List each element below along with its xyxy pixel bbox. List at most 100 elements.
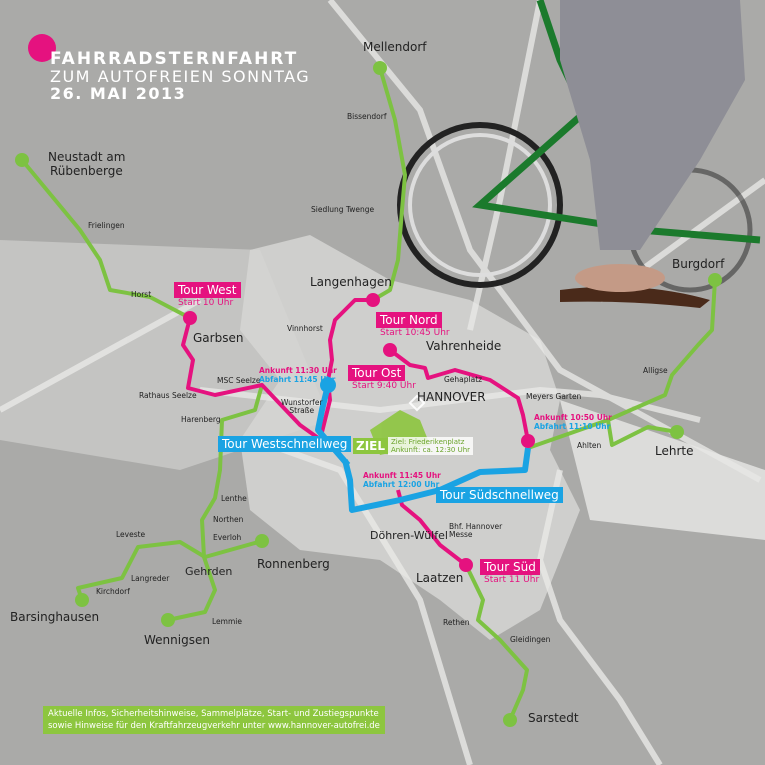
start-star-icon	[183, 311, 197, 325]
ziel-info: Ziel: Friederikenplatz Ankunft: ca. 12:3…	[388, 437, 474, 455]
tour-west: Tour West Start 10 Uhr	[174, 279, 241, 309]
start-star-icon	[670, 425, 684, 439]
green-routes	[20, 67, 717, 721]
title-line2: ZUM AUTOFREIEN SONNTAG	[50, 67, 311, 86]
ziel-arrival: Ankunft: ca. 12:30 Uhr	[391, 446, 471, 454]
town-hannover: HANNOVER	[417, 390, 486, 404]
tour-nord-name: Tour Nord	[376, 312, 442, 328]
start-star-icon	[708, 273, 722, 287]
tour-ost-name: Tour Ost	[348, 365, 406, 381]
town-rathaus-seelze: Rathaus Seelze	[139, 391, 197, 400]
stop-times-sued: Ankunft 11:45 Uhr Abfahrt 12:00 Uhr	[363, 471, 441, 489]
info-box: Aktuelle Infos, Sicherheitshinweise, Sam…	[43, 706, 385, 734]
tour-westschnellweg: Tour Westschnellweg	[218, 433, 352, 452]
town-leveste: Leveste	[116, 530, 146, 539]
town-bissendorf: Bissendorf	[347, 112, 387, 121]
tour-ost: Tour Ost Start 9:40 Uhr	[348, 362, 416, 392]
town-gehaplatz: Gehaplatz	[444, 375, 483, 384]
tour-sued-name: Tour Süd	[480, 559, 540, 575]
town-ahlten: Ahlten	[577, 441, 602, 450]
town-horst: Horst	[131, 290, 152, 299]
arrival-time: Ankunft 10:50 Uhr	[534, 413, 612, 422]
departure-time: Abfahrt 11:10 Uhr	[534, 422, 611, 431]
info-line1: Aktuelle Infos, Sicherheitshinweise, Sam…	[48, 709, 379, 719]
town-doehren-wuelfel: Döhren-Wülfel	[370, 529, 448, 542]
start-star-icon	[161, 613, 175, 627]
departure-time: Abfahrt 11:45 Uhr	[259, 375, 336, 384]
town-vahrenheide: Vahrenheide	[426, 339, 502, 353]
ziel-destination: ZIEL Ziel: Friederikenplatz Ankunft: ca.…	[353, 437, 474, 455]
start-star-icon	[320, 377, 336, 393]
tour-nord: Tour Nord Start 10:45 Uhr	[376, 309, 450, 339]
town-lenthe: Lenthe	[221, 494, 247, 503]
town-barsinghausen: Barsinghausen	[10, 610, 100, 624]
town-harenberg: Harenberg	[181, 415, 221, 424]
tour-west-start: Start 10 Uhr	[178, 298, 234, 308]
ziel-label: ZIEL	[353, 438, 389, 454]
town-langenhagen: Langenhagen	[310, 275, 392, 289]
tour-suedschnellweg: Tour Südschnellweg	[436, 484, 563, 503]
town-siedlung-twenge: Siedlung Twenge	[311, 205, 375, 214]
town-lehrte: Lehrte	[655, 444, 694, 458]
town-gehrden: Gehrden	[185, 565, 233, 578]
town-ronnenberg: Ronnenberg	[257, 557, 330, 571]
start-star-icon	[503, 713, 517, 727]
town-wunstorfer-line2: Straße	[289, 406, 315, 416]
town-msc-seelze: MSC Seelze	[217, 376, 261, 385]
town-lemmie: Lemmie	[212, 617, 242, 626]
town-sarstedt: Sarstedt	[528, 711, 579, 725]
town-kirchdorf: Kirchdorf	[96, 587, 130, 596]
bicycle	[397, 0, 761, 308]
start-star-icon	[28, 34, 56, 62]
start-star-icon	[373, 61, 387, 75]
town-rethen: Rethen	[443, 618, 470, 627]
town-everloh: Everloh	[213, 533, 242, 542]
tour-suedschnellweg-name: Tour Südschnellweg	[436, 487, 563, 503]
arrival-time: Ankunft 11:30 Uhr	[259, 366, 337, 375]
departure-time: Abfahrt 12:00 Uhr	[363, 480, 440, 489]
town-neustadt-2: Rübenberge	[50, 164, 123, 178]
town-wunstorfer-line1: Wunstorfer	[281, 398, 323, 407]
start-star-icon	[15, 153, 29, 167]
town-gleidingen: Gleidingen	[510, 635, 551, 644]
town-laatzen: Laatzen	[416, 571, 464, 585]
town-frielingen: Frielingen	[88, 221, 125, 230]
town-burgdorf: Burgdorf	[672, 257, 725, 271]
tour-sued: Tour Süd Start 11 Uhr	[480, 556, 540, 586]
town-mellendorf: Mellendorf	[363, 40, 427, 54]
blue-routes	[315, 384, 531, 513]
town-garbsen: Garbsen	[193, 331, 244, 345]
tour-sued-start: Start 11 Uhr	[484, 575, 540, 585]
tour-nord-start: Start 10:45 Uhr	[380, 328, 450, 338]
start-star-icon	[255, 534, 269, 548]
town-alligse: Alligse	[643, 366, 668, 375]
ziel-place: Ziel: Friederikenplatz	[391, 438, 465, 446]
town-messe-line1: Bhf. Hannover	[449, 522, 503, 531]
stop-times-ost: Ankunft 10:50 Uhr Abfahrt 11:10 Uhr	[534, 413, 612, 431]
start-star-icon	[366, 293, 380, 307]
title-date: 26. MAI 2013	[50, 84, 187, 103]
start-star-icon	[459, 558, 473, 572]
info-line2: sowie Hinweise für den Kraftfahrzeugverk…	[48, 721, 380, 731]
tour-westschnellweg-name: Tour Westschnellweg	[218, 436, 352, 452]
start-star-icon	[383, 343, 397, 357]
arrival-time: Ankunft 11:45 Uhr	[363, 471, 441, 480]
town-meyers-garten: Meyers Garten	[526, 392, 582, 401]
town-northen: Northen	[213, 515, 244, 524]
tour-west-name: Tour West	[174, 282, 241, 298]
star-markers	[15, 34, 722, 727]
town-wennigsen: Wennigsen	[144, 633, 210, 647]
start-star-icon	[75, 593, 89, 607]
start-star-icon	[521, 434, 535, 448]
stop-times-seelze: Ankunft 11:30 Uhr Abfahrt 11:45 Uhr	[259, 366, 337, 384]
town-neustadt: Neustadt am	[48, 150, 126, 164]
town-messe-line2: Messe	[449, 530, 473, 540]
town-vinnhorst: Vinnhorst	[287, 324, 323, 333]
tour-ost-start: Start 9:40 Uhr	[352, 381, 416, 391]
town-langreder: Langreder	[131, 574, 170, 583]
title-line1: FAHRRADSTERNFAHRT	[50, 49, 299, 69]
poster-title: FAHRRADSTERNFAHRT ZUM AUTOFREIEN SONNTAG…	[50, 50, 310, 102]
